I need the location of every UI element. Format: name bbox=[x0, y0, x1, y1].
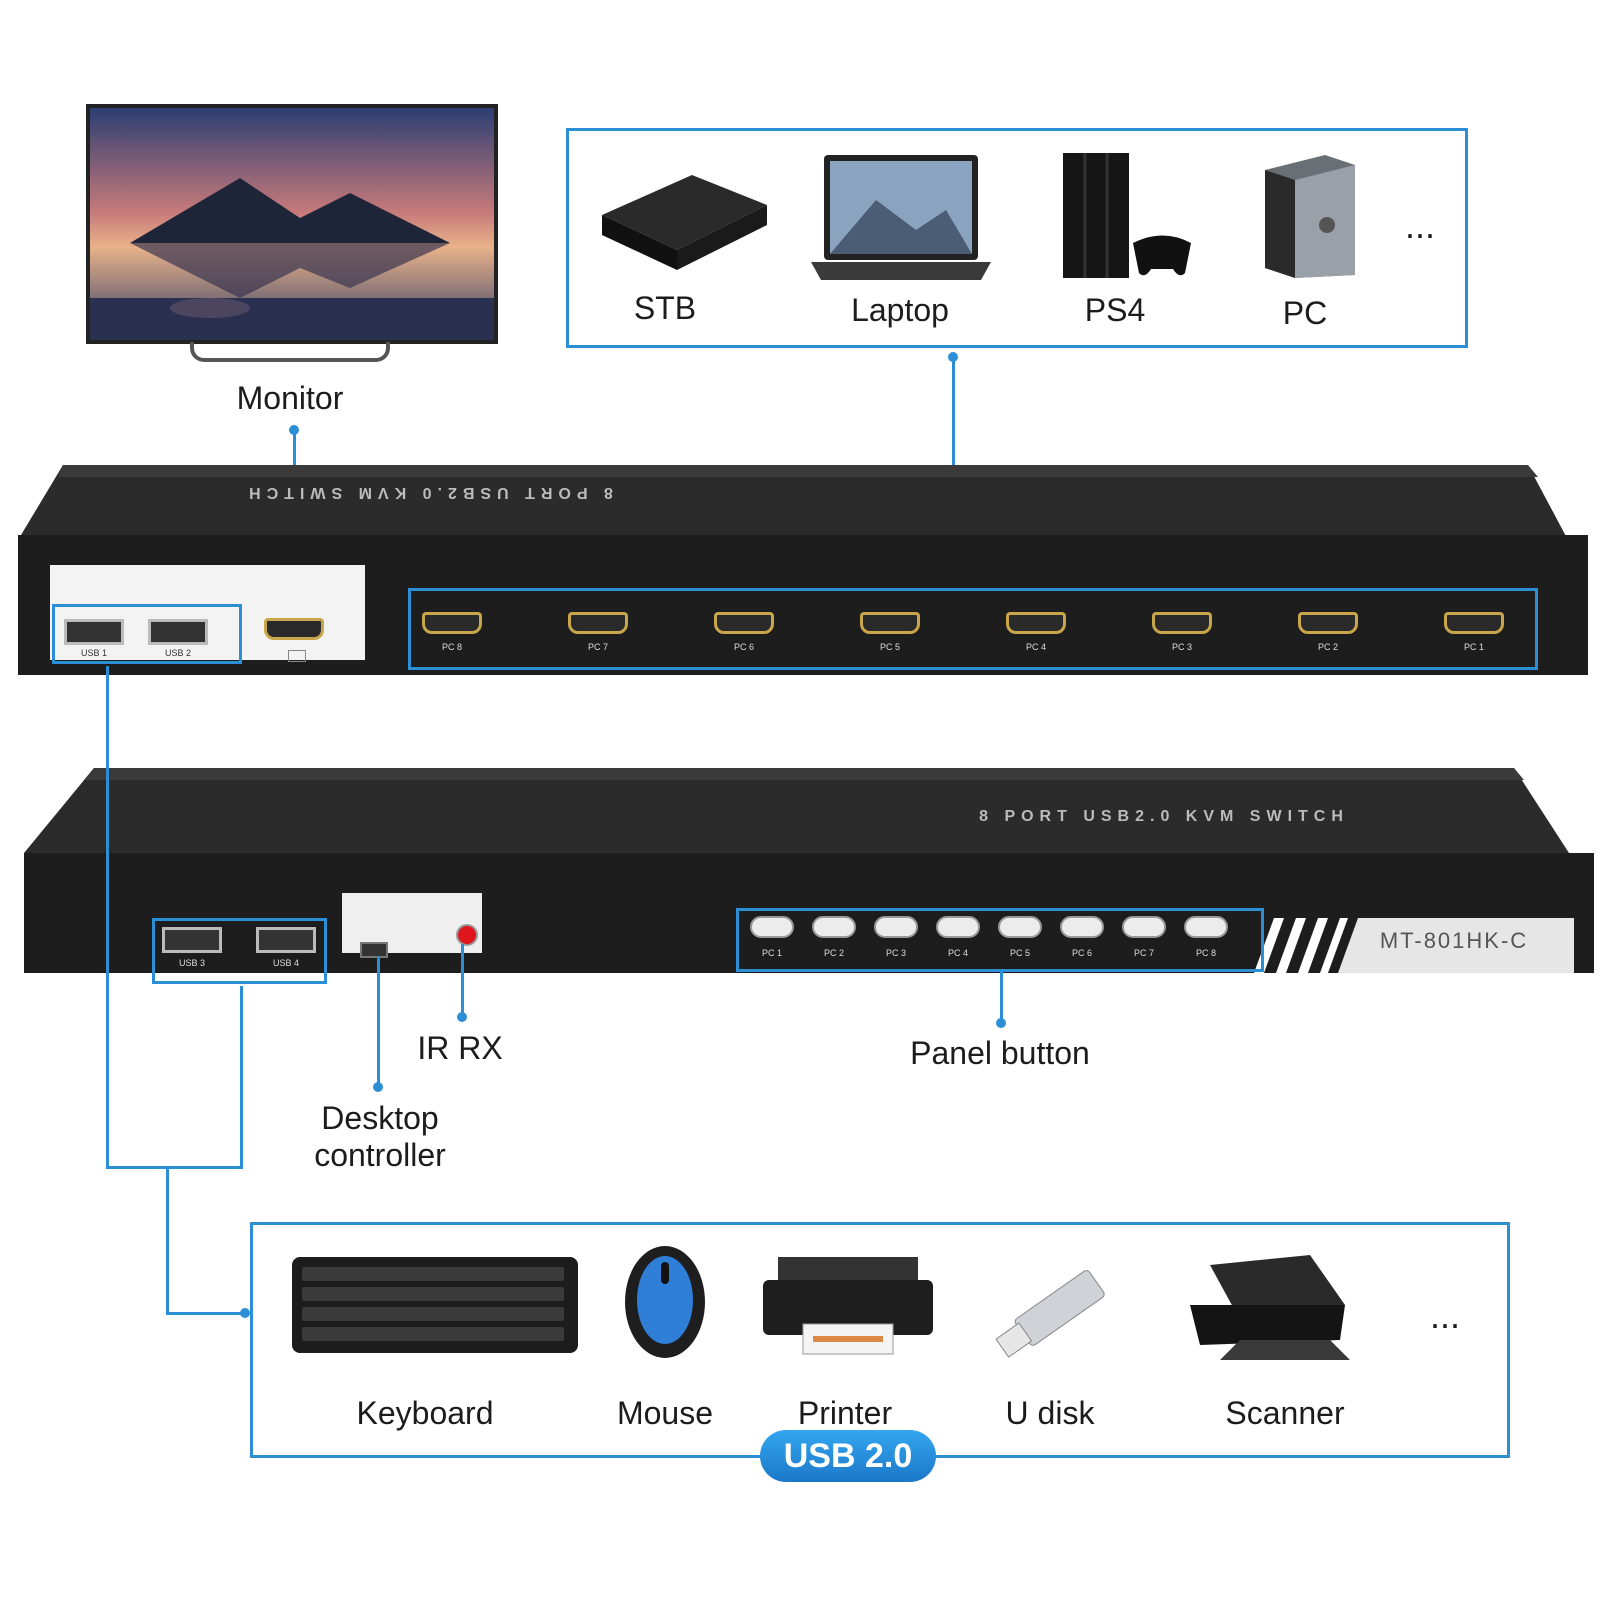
panel-button[interactable] bbox=[1122, 916, 1166, 938]
mini-usb-port[interactable] bbox=[360, 942, 388, 958]
hdmi-input-port-label: PC 6 bbox=[733, 642, 754, 652]
hdmi-input-port[interactable] bbox=[1298, 612, 1358, 634]
usb-route-left-line bbox=[106, 666, 109, 1168]
keyboard-icon bbox=[290, 1255, 580, 1360]
usb-port-3-label: USB 3 bbox=[178, 958, 205, 968]
ir-connector-line bbox=[461, 944, 464, 1016]
hdmi-input-port-label: PC 3 bbox=[1171, 642, 1192, 652]
mouse-icon bbox=[620, 1242, 710, 1367]
panel-button-connector-dot bbox=[996, 1018, 1006, 1028]
kvm-top-title: 8 PORT USB2.0 KVM SWITCH bbox=[243, 484, 613, 501]
usb-device-label-scanner: Scanner bbox=[1225, 1395, 1345, 1431]
scanner-icon bbox=[1180, 1245, 1355, 1370]
panel-button-label: PC 4 bbox=[947, 948, 968, 958]
panel-button[interactable] bbox=[1184, 916, 1228, 938]
monitor-stand bbox=[190, 342, 390, 362]
usb-device-label-keyboard: Keyboard bbox=[356, 1395, 494, 1431]
panel-button-label: Panel button bbox=[910, 1035, 1090, 1071]
desktop-controller-line bbox=[377, 956, 380, 1084]
ir-rx-label: IR RX bbox=[417, 1030, 503, 1066]
hdmi-input-port-label: PC 4 bbox=[1025, 642, 1046, 652]
pc-inputs-highlight-box bbox=[408, 588, 1538, 670]
hdmi-input-port[interactable] bbox=[568, 612, 628, 634]
model-number: MT-801HK-C bbox=[1379, 928, 1529, 953]
hdmi-input-port[interactable] bbox=[714, 612, 774, 634]
panel-button-label: PC 2 bbox=[823, 948, 844, 958]
hdmi-input-port[interactable] bbox=[422, 612, 482, 634]
source-more-ellipsis: ... bbox=[1404, 205, 1435, 246]
game-console-icon bbox=[1055, 148, 1195, 288]
panel-button[interactable] bbox=[936, 916, 980, 938]
top-usb-highlight-box bbox=[52, 604, 242, 664]
ir-connector-dot bbox=[457, 1012, 467, 1022]
panel-button-connector-line bbox=[1000, 972, 1003, 1022]
monitor-image bbox=[86, 104, 498, 344]
usb-device-label-printer: Printer bbox=[797, 1395, 893, 1431]
usb-route-to-box-line bbox=[166, 1312, 246, 1315]
usb-port-4[interactable] bbox=[256, 927, 316, 953]
source-label-ps4: PS4 bbox=[1084, 292, 1146, 328]
bottom-usb-highlight-box bbox=[152, 918, 327, 984]
usb-port-2-label: USB 2 bbox=[164, 648, 191, 658]
panel-button[interactable] bbox=[812, 916, 856, 938]
panel-button-label: PC 1 bbox=[761, 948, 782, 958]
hdmi-input-port[interactable] bbox=[1444, 612, 1504, 634]
hdmi-input-port-label: PC 5 bbox=[879, 642, 900, 652]
usb-port-1-label: USB 1 bbox=[80, 648, 107, 658]
panel-button-label: PC 8 bbox=[1195, 948, 1216, 958]
kvm-bottom-title: 8 PORT USB2.0 KVM SWITCH bbox=[979, 808, 1349, 825]
hdmi-input-port[interactable] bbox=[1152, 612, 1212, 634]
source-devices-box bbox=[566, 128, 1468, 348]
kvm-switch-front-panel: 8 PORT USB2.0 KVM SWITCH MT-801HK-C bbox=[24, 768, 1594, 998]
desktop-pc-icon bbox=[1255, 150, 1365, 285]
hdmi-input-port-label: PC 1 bbox=[1463, 642, 1484, 652]
usb-route-right-line bbox=[240, 986, 243, 1168]
usb-device-label-mouse: Mouse bbox=[616, 1395, 714, 1431]
usb-route-dot bbox=[240, 1308, 250, 1318]
usb-device-label-udisk: U disk bbox=[1005, 1395, 1095, 1431]
panel-button[interactable] bbox=[998, 916, 1042, 938]
panel-buttons-highlight-box bbox=[736, 908, 1264, 972]
printer-icon bbox=[758, 1252, 938, 1367]
panel-button-label: PC 6 bbox=[1071, 948, 1092, 958]
source-label-stb: STB bbox=[633, 290, 697, 326]
usb-port-2[interactable] bbox=[148, 619, 208, 645]
set-top-box-icon bbox=[592, 165, 772, 280]
usb-route-down-line bbox=[166, 1166, 169, 1314]
desktop-controller-label-line1: Desktop bbox=[321, 1100, 439, 1136]
panel-button[interactable] bbox=[1060, 916, 1104, 938]
usb-drive-icon bbox=[980, 1255, 1130, 1370]
usb-2-0-badge: USB 2.0 bbox=[760, 1430, 936, 1482]
source-label-laptop: Laptop bbox=[851, 292, 949, 328]
monitor-label: Monitor bbox=[236, 380, 344, 416]
source-label-pc: PC bbox=[1282, 295, 1328, 331]
desktop-controller-dot bbox=[373, 1082, 383, 1092]
hdmi-out-marker bbox=[288, 650, 306, 662]
hdmi-input-port[interactable] bbox=[860, 612, 920, 634]
usb-route-join-line bbox=[106, 1166, 243, 1169]
hdmi-input-port[interactable] bbox=[1006, 612, 1066, 634]
panel-button[interactable] bbox=[874, 916, 918, 938]
panel-button-label: PC 5 bbox=[1009, 948, 1030, 958]
usb-port-4-label: USB 4 bbox=[272, 958, 299, 968]
panel-button-label: PC 7 bbox=[1133, 948, 1154, 958]
usb-port-3[interactable] bbox=[162, 927, 222, 953]
desktop-controller-label-line2: controller bbox=[314, 1137, 446, 1173]
ir-receiver-icon bbox=[456, 924, 478, 946]
usb-port-1[interactable] bbox=[64, 619, 124, 645]
hdmi-input-port-label: PC 2 bbox=[1317, 642, 1338, 652]
hdmi-output-port[interactable] bbox=[264, 618, 324, 640]
panel-button[interactable] bbox=[750, 916, 794, 938]
usb-device-more-ellipsis: ... bbox=[1429, 1295, 1460, 1336]
hdmi-input-port-label: PC 7 bbox=[587, 642, 608, 652]
laptop-icon bbox=[806, 150, 996, 290]
panel-button-label: PC 3 bbox=[885, 948, 906, 958]
hdmi-input-port-label: PC 8 bbox=[441, 642, 462, 652]
